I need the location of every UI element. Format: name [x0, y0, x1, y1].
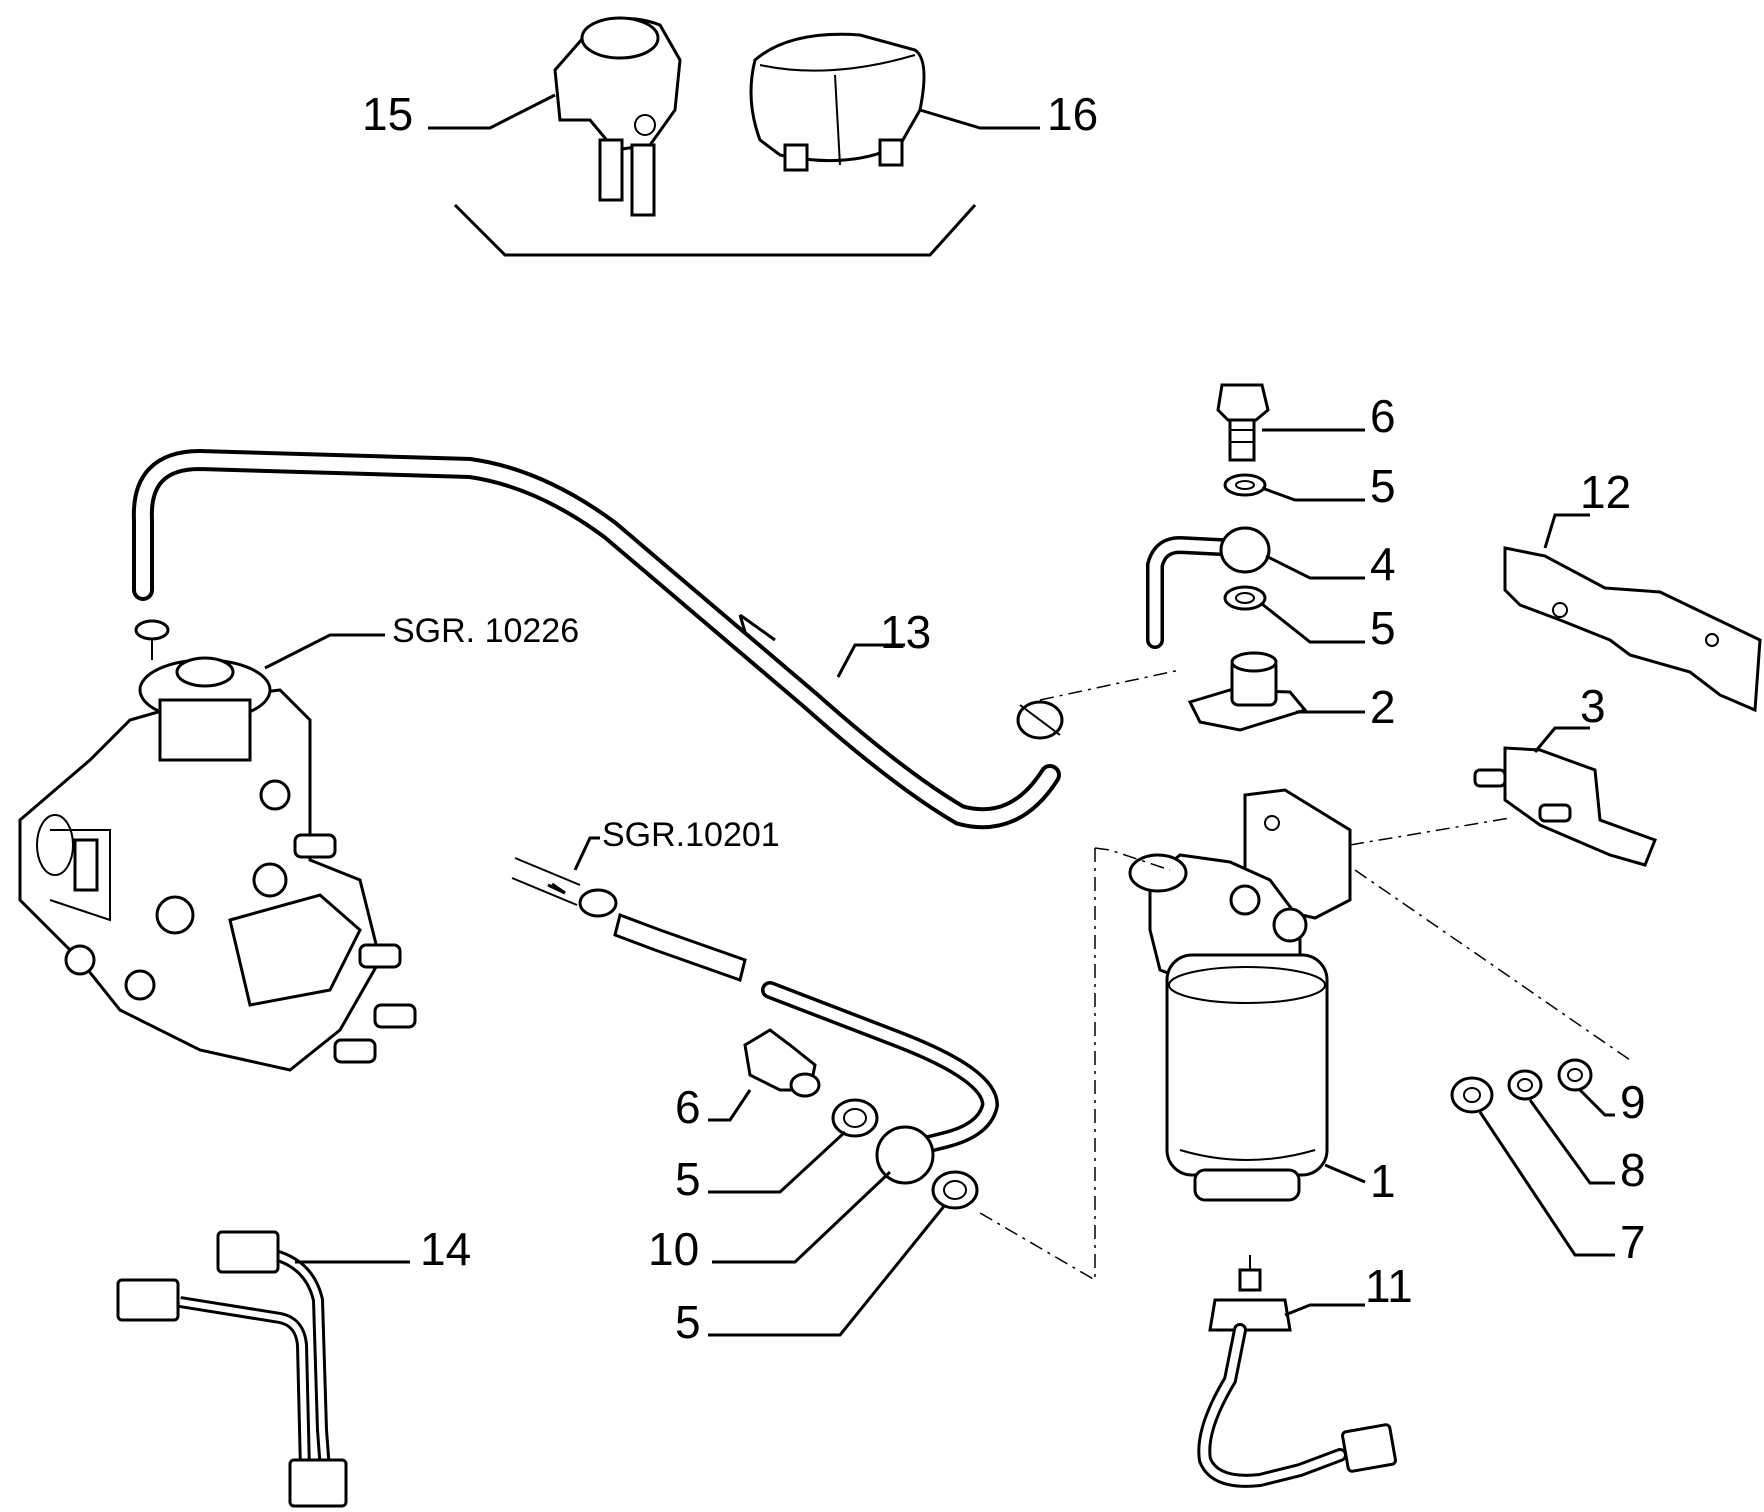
part-13-return-hose: [131, 448, 1061, 830]
part-5-washer-lower-b: [931, 1170, 979, 1210]
callout-14: 14: [420, 1223, 471, 1275]
part-12-bracket: [1503, 546, 1762, 713]
callout-11: 11: [1365, 1260, 1413, 1312]
callout-5-upper-a: 5: [1370, 460, 1396, 512]
part-15-switch: [553, 16, 682, 217]
assembly-centerlines: [974, 669, 1631, 1282]
callout-7: 7: [1620, 1216, 1646, 1268]
part-7-nut: [1450, 1076, 1494, 1114]
callout-12: 12: [1580, 466, 1631, 518]
injection-pump: [18, 656, 417, 1072]
callout-5-lower-a: 5: [675, 1153, 701, 1205]
part-5-washer-lower-a: [831, 1098, 879, 1138]
ref-pump-label: SGR. 10226: [392, 612, 579, 650]
fuel-inlet-pipe: [511, 857, 747, 982]
group-bracket: [453, 203, 977, 257]
part-3-bracket: [1473, 746, 1657, 867]
callout-3: 3: [1580, 680, 1606, 732]
part-9-washer: [1557, 1058, 1593, 1092]
leader-lines: [295, 93, 1615, 1337]
callout-5-lower-b: 5: [675, 1296, 701, 1348]
ref-sgr-10201: SGR.10201: [573, 816, 780, 871]
ref-sgr-10226: SGR. 10226: [264, 612, 579, 670]
part-4-fitting: [1146, 526, 1271, 649]
hose-clip: [134, 619, 170, 660]
hose-clamp: [1016, 700, 1064, 740]
callout-6-upper: 6: [1370, 390, 1396, 442]
part-6-banjo-bolt-upper: [1216, 383, 1270, 462]
part-6-banjo-bolt-lower: [743, 1028, 821, 1098]
part-1-fuel-filter: [1128, 788, 1352, 1202]
callout-labels: 15 16 6 5 4 5 2 12 3 13 1 9 8 7 11 6 5 1…: [362, 88, 1646, 1348]
callout-9: 9: [1620, 1076, 1646, 1128]
part-2-adapter: [1187, 651, 1308, 732]
callout-4: 4: [1370, 538, 1396, 590]
part-8-lock-washer: [1507, 1069, 1543, 1101]
part-16-relay: [749, 32, 926, 172]
part-11-water-sensor: [1197, 1255, 1397, 1488]
callout-2: 2: [1370, 681, 1396, 733]
callout-10: 10: [648, 1223, 699, 1275]
callout-5-upper-b: 5: [1370, 602, 1396, 654]
callout-15: 15: [362, 88, 413, 140]
part-10-pipe: [761, 981, 1000, 1185]
part-14-wiring-harness: [116, 1230, 348, 1508]
callout-1: 1: [1370, 1155, 1396, 1207]
callout-8: 8: [1620, 1144, 1646, 1196]
callout-16: 16: [1047, 88, 1098, 140]
ref-pipe-label: SGR.10201: [602, 816, 780, 854]
part-5-washer-upper-b: [1223, 585, 1267, 611]
callout-6-lower: 6: [675, 1081, 701, 1133]
pump-outlets: [293, 833, 417, 1064]
part-5-washer-upper-a: [1223, 473, 1267, 497]
callout-13: 13: [880, 606, 931, 658]
